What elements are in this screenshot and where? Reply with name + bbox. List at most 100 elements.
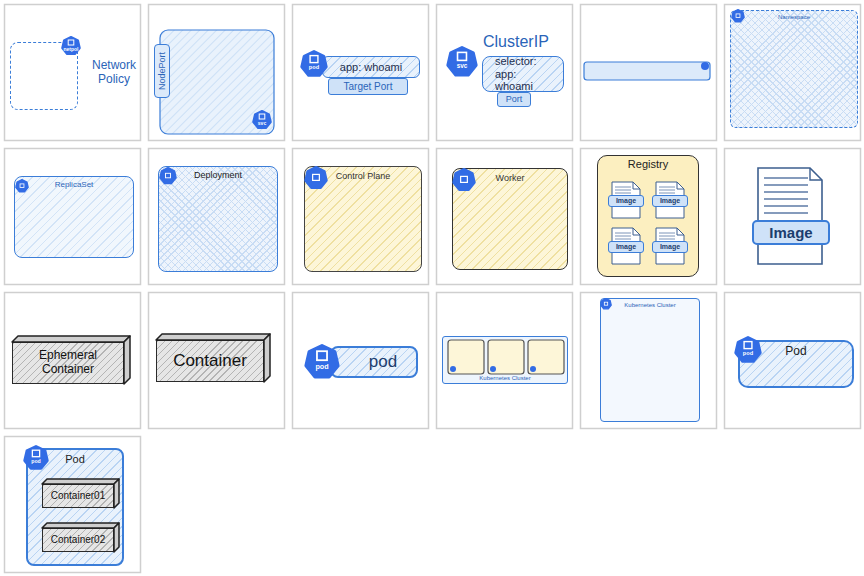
node-text: pod bbox=[369, 352, 397, 372]
port-box: Target Port bbox=[328, 78, 408, 95]
cluster-fill bbox=[442, 336, 568, 384]
tile-frame bbox=[725, 149, 861, 285]
document-shape bbox=[758, 168, 822, 264]
document-line bbox=[659, 233, 675, 234]
icon-label: pod bbox=[308, 363, 337, 370]
tile-frame bbox=[5, 149, 141, 285]
box-side-face bbox=[264, 334, 270, 382]
icon-label: pod bbox=[303, 65, 325, 71]
k8s-heptagon bbox=[732, 10, 744, 22]
document-line bbox=[659, 190, 675, 191]
node-text: Network Policy bbox=[85, 59, 143, 87]
service-area bbox=[160, 30, 274, 134]
node-text: Registry bbox=[628, 158, 668, 171]
document-fold bbox=[677, 228, 684, 235]
box-side-face bbox=[124, 336, 130, 384]
icon-glyph bbox=[20, 184, 24, 188]
tile-frame bbox=[5, 437, 141, 573]
tile-frame bbox=[437, 149, 573, 285]
k8s-icon bbox=[62, 37, 80, 54]
image-icon: Image bbox=[752, 166, 830, 266]
node-text: ClusterIP bbox=[483, 33, 549, 51]
k8s-icon bbox=[736, 337, 761, 361]
box-side-face bbox=[114, 479, 119, 508]
tile-frame bbox=[581, 149, 717, 285]
node-text: ReplicaSet bbox=[55, 180, 94, 189]
document-line bbox=[764, 191, 808, 192]
mini-icon bbox=[701, 62, 709, 70]
node-text: Control Plane bbox=[336, 171, 391, 181]
node-text: Target Port bbox=[344, 81, 393, 93]
k8s-icon bbox=[253, 111, 271, 128]
document-line bbox=[764, 184, 808, 185]
k8s-heptagon bbox=[306, 346, 338, 377]
document-line bbox=[615, 236, 631, 237]
replicaset-box: ReplicaSet bbox=[14, 176, 134, 258]
worker-mini bbox=[528, 340, 564, 374]
k8s-icon bbox=[732, 10, 744, 22]
node-text: Pod bbox=[65, 453, 85, 466]
icon-label: svc bbox=[254, 121, 270, 126]
image-icon: Image bbox=[654, 180, 686, 220]
selector-box: ClusterIPselector: app: whoami bbox=[482, 56, 564, 92]
node-text: Image bbox=[608, 241, 644, 253]
icon-glyph bbox=[32, 450, 39, 457]
image-icon: Image bbox=[610, 180, 642, 220]
document-line bbox=[764, 177, 808, 178]
cluster-box: Kubernetes Cluster bbox=[600, 298, 700, 422]
k8s-heptagon bbox=[62, 37, 80, 54]
icon-glyph bbox=[68, 40, 74, 45]
document-line bbox=[659, 239, 675, 240]
mini-icon bbox=[450, 366, 456, 372]
icon-glyph bbox=[736, 14, 740, 18]
icon-glyph bbox=[310, 56, 318, 63]
port-box: Port bbox=[497, 92, 531, 107]
node-text: Image bbox=[752, 220, 830, 245]
node-text: Image bbox=[652, 195, 688, 207]
tile-frame bbox=[293, 293, 429, 429]
container-box: Container02 bbox=[42, 528, 114, 552]
k8s-heptagon bbox=[601, 299, 612, 309]
tile-frame bbox=[5, 293, 141, 429]
document-line bbox=[659, 187, 675, 188]
icon-glyph bbox=[165, 173, 170, 178]
box-side-face bbox=[114, 523, 119, 552]
tile-frame bbox=[581, 5, 717, 141]
icon-label: pod bbox=[26, 459, 47, 464]
node-text: Container bbox=[173, 351, 247, 371]
tile-frame bbox=[149, 5, 285, 141]
k8s-icon bbox=[25, 446, 48, 468]
k8s-heptagon bbox=[16, 180, 28, 192]
icon-glyph bbox=[461, 176, 468, 182]
tile-frame bbox=[149, 149, 285, 285]
document-line bbox=[615, 187, 631, 188]
node-text: NodePort bbox=[157, 52, 167, 90]
k8s-heptagon bbox=[448, 48, 476, 75]
document-outline bbox=[752, 166, 830, 266]
document-line bbox=[659, 193, 675, 194]
nodeport-tab: NodePort bbox=[154, 44, 170, 98]
document-fold bbox=[633, 182, 640, 189]
k8s-icon bbox=[601, 299, 612, 309]
worker-mini bbox=[448, 340, 484, 374]
namespace-box: Namespace bbox=[730, 10, 858, 128]
deployment-box: Deployment bbox=[158, 166, 278, 272]
box-top-face bbox=[156, 334, 270, 340]
tile-frame bbox=[437, 293, 573, 429]
document-line bbox=[764, 212, 808, 213]
node-text: Namespace bbox=[778, 14, 810, 21]
tile-frame bbox=[293, 149, 429, 285]
node-text: Deployment bbox=[194, 170, 242, 180]
node-text: selector: app: whoami bbox=[495, 55, 557, 93]
k8s-heptagon bbox=[305, 167, 326, 188]
tile-frame bbox=[725, 293, 861, 429]
tile-frame bbox=[293, 5, 429, 141]
node-text: Ephemeral Container bbox=[13, 349, 123, 377]
document-fold bbox=[633, 228, 640, 235]
k8s-heptagon bbox=[253, 111, 271, 128]
document-line bbox=[615, 193, 631, 194]
icon-glyph bbox=[458, 52, 467, 60]
k8s-icon bbox=[305, 167, 326, 188]
k8s-heptagon bbox=[25, 446, 48, 468]
